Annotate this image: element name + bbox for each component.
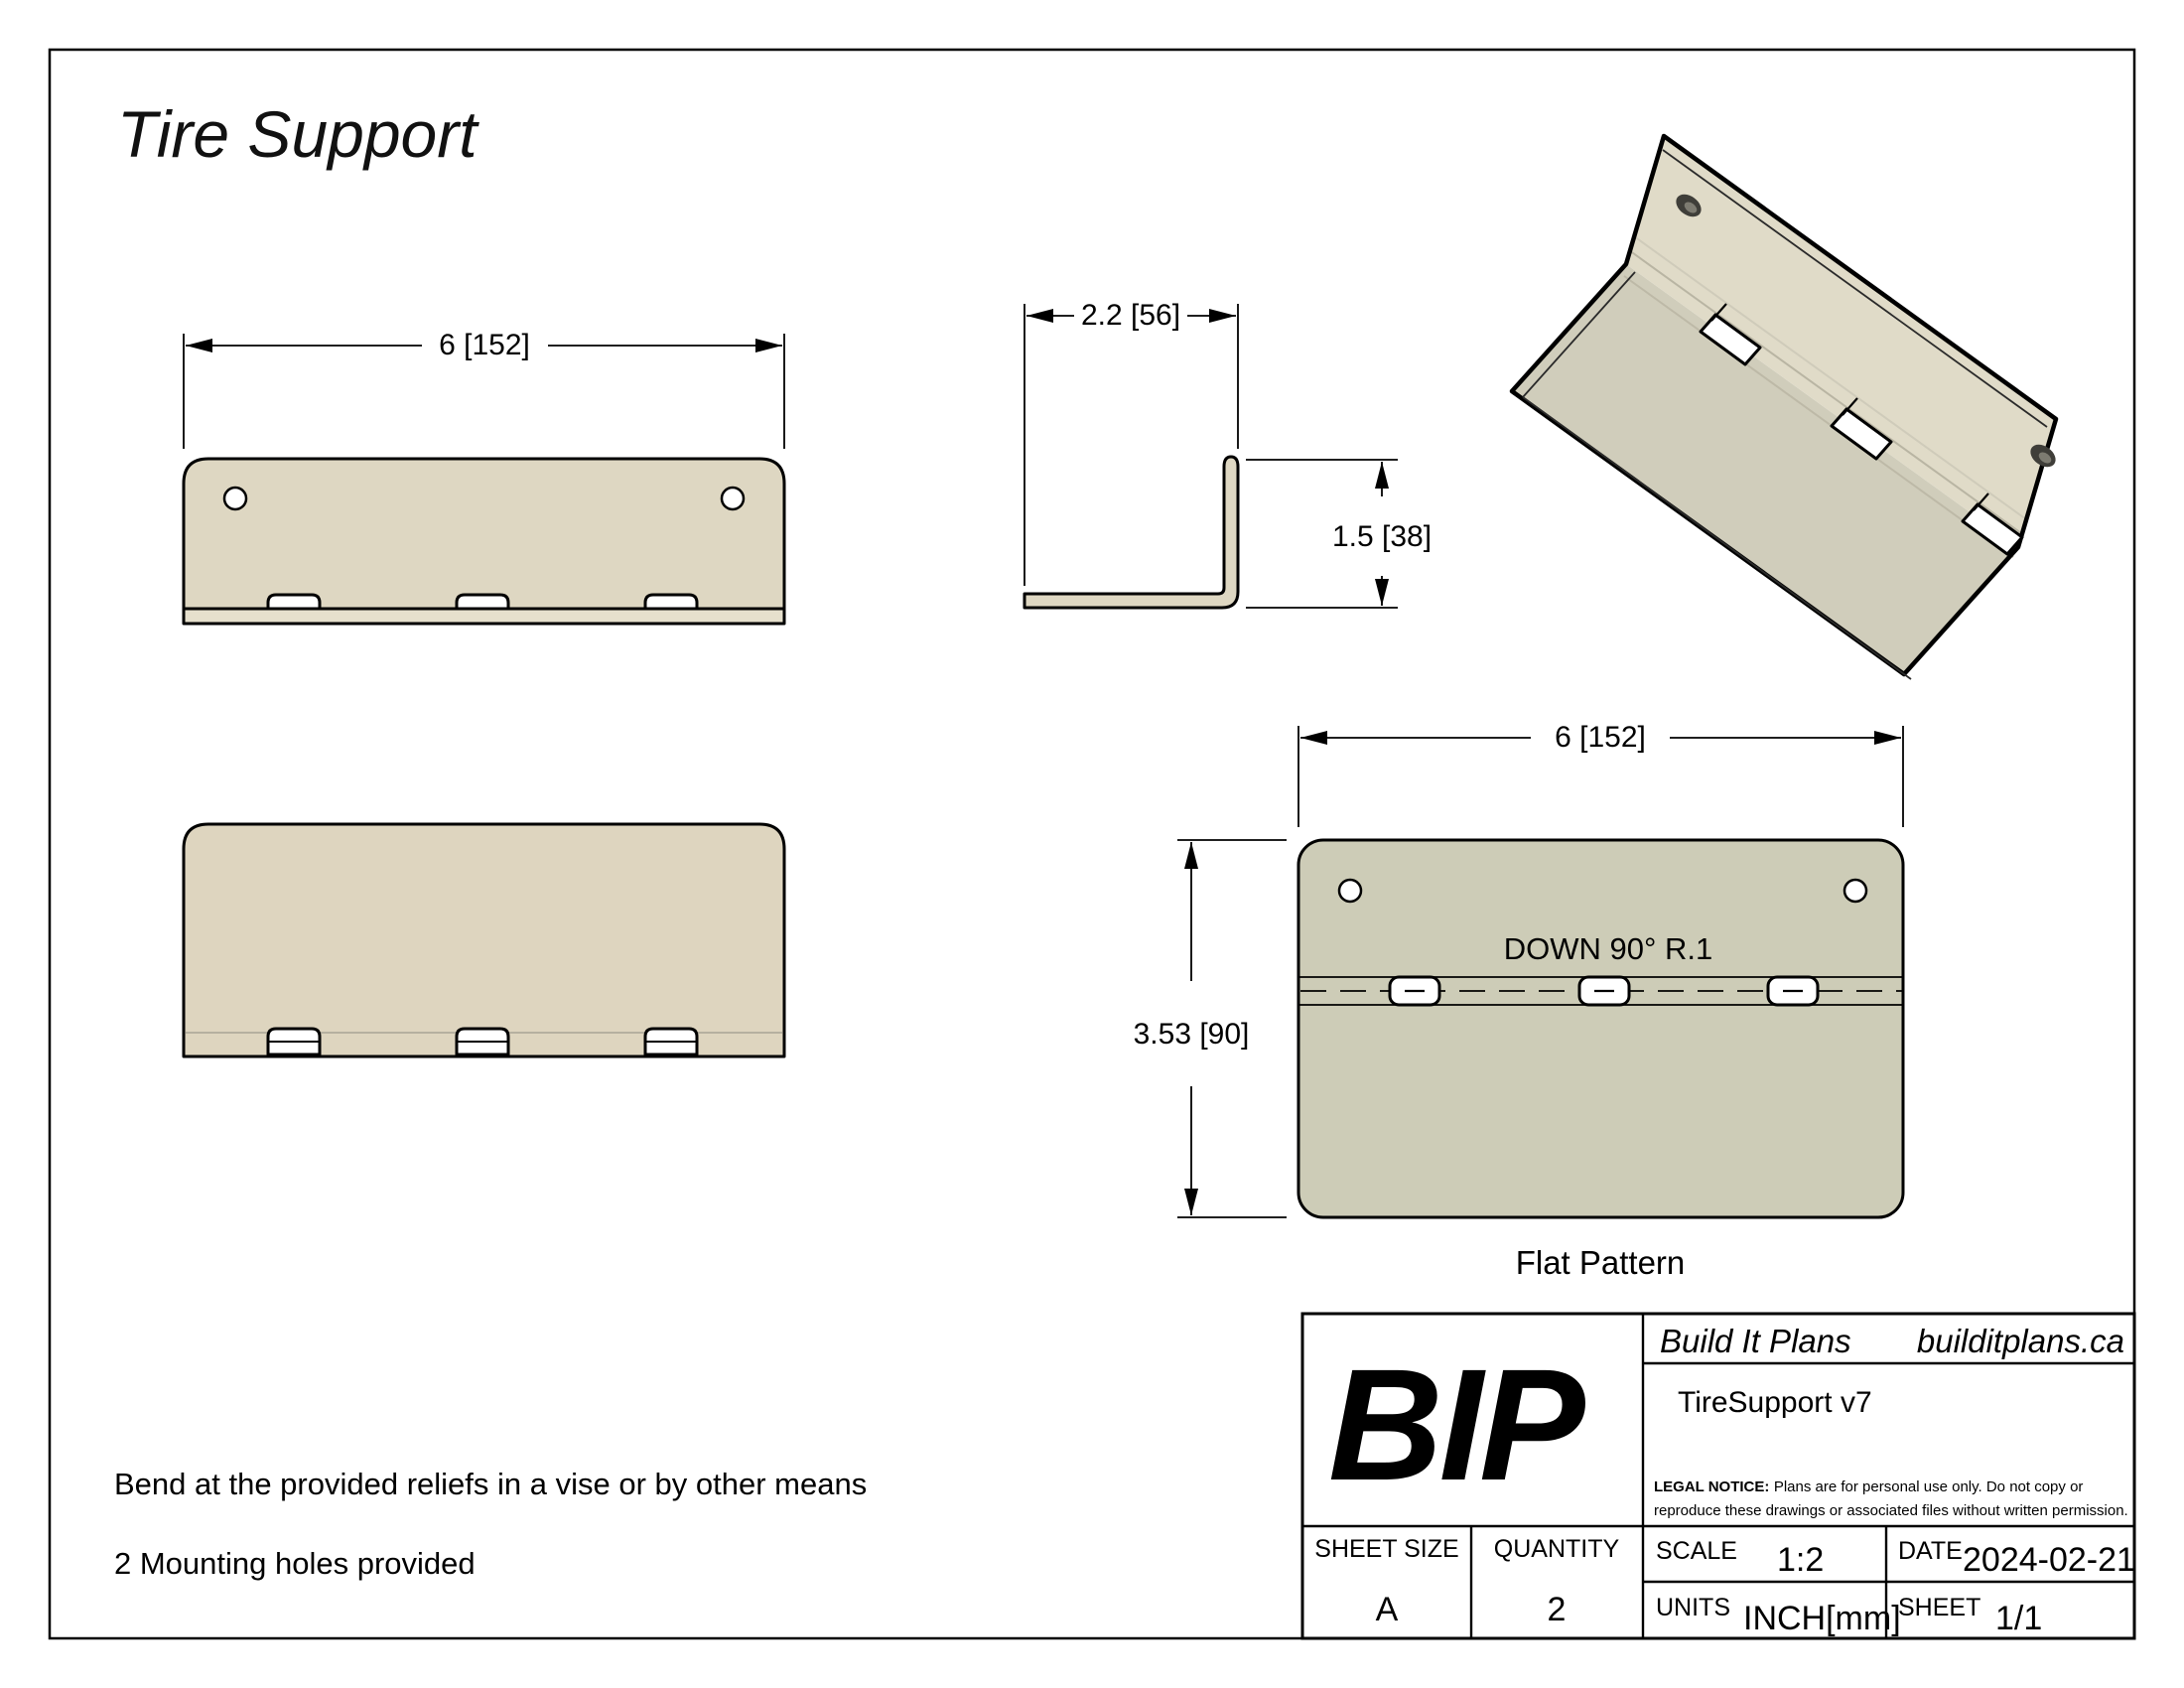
quantity-value: 2 [1548,1591,1567,1628]
legal-notice-label: LEGAL NOTICE: [1654,1478,1769,1495]
bend-relief-slot [643,593,699,611]
bend-note: DOWN 90° R.1 [1504,931,1713,966]
iso-bend-shade [1628,249,2022,534]
iso-bend-line [1623,275,2014,558]
company-website: builditplans.ca [1917,1323,2124,1359]
sheet-size-value: A [1376,1591,1399,1628]
front-view [182,822,786,1058]
bend-relief-slot [455,593,510,611]
sheet-value: 1/1 [1995,1600,2042,1637]
dim-text-side-height: 1.5 [38] [1332,520,1432,553]
part-name: TireSupport v7 [1678,1386,1872,1419]
top-view: 6 [152] [182,329,786,626]
flat-slots [1388,975,1820,1007]
units-value: INCH[mm] [1743,1600,1901,1637]
dimension-flat-width: 6 [152] [1297,721,1904,827]
iso-holes [1676,194,2056,468]
date-value: 2024-02-21 [1963,1541,2135,1579]
sheet-border [48,48,2136,1640]
date-label: DATE [1898,1537,1963,1565]
side-view-profile [1023,455,1240,610]
top-view-flange-lip [182,607,786,626]
top-view-plate [182,457,786,611]
mounting-hole-inner [2038,452,2052,464]
bip-logo: BIP [1328,1336,1585,1513]
iso-thickness-edge [1522,396,1912,680]
dimension-top-width: 6 [152] [183,329,785,449]
iso-flange-face [1512,264,2018,674]
scale-label: SCALE [1656,1537,1737,1565]
iso-slots [1699,313,2024,556]
sheet-label: SHEET [1898,1594,1980,1621]
mounting-hole [720,486,746,511]
legal-notice-line1: LEGAL NOTICE: Plans are for personal use… [1654,1478,2083,1495]
units-label: UNITS [1656,1594,1730,1621]
title-block-frame [1300,1312,2136,1640]
front-tabs [266,1027,699,1056]
scale-value: 1:2 [1777,1541,1824,1579]
company-name: Build It Plans [1660,1323,1851,1359]
flat-pattern-view: DOWN 90° R.1 6 [152] 3.53 [90] Flat Patt… [1134,721,1905,1281]
front-view-plate [182,822,786,1058]
flat-pattern-label: Flat Pattern [1516,1244,1686,1281]
dimension-side-depth: 2.2 [56] [1024,299,1239,586]
slot-inner-edge [1973,492,1989,511]
slot-inner-edge [1842,397,1858,416]
iso-thickness-edge [1522,271,1636,398]
sheet-size-label: SHEET SIZE [1314,1535,1458,1563]
side-view: 2.2 [56] 1.5 [38] [1023,299,1432,610]
slot-inner-edge [1710,303,1727,322]
title-block: BIP Build It Plans builditplans.ca TireS… [1300,1312,2136,1640]
dim-text-side-depth: 2.2 [56] [1081,299,1180,332]
dim-text-top-width: 6 [152] [439,329,530,361]
iso-wall-face [1626,136,2056,547]
dim-text-flat-height: 3.53 [90] [1134,1018,1250,1051]
quantity-label: QUANTITY [1494,1535,1620,1563]
bend-relief-slot [266,593,322,611]
mounting-hole [1337,878,1363,904]
dimension-side-height: 1.5 [38] [1246,459,1432,609]
flat-pattern-plate [1297,838,1905,1219]
legal-notice-line2: reproduce these drawings or associated f… [1654,1502,2128,1519]
mounting-hole [1843,878,1868,904]
dimension-flat-height: 3.53 [90] [1134,839,1287,1218]
mounting-hole [222,486,248,511]
note-holes: 2 Mounting holes provided [114,1546,476,1581]
page-title: Tire Support [117,97,479,171]
note-bend: Bend at the provided reliefs in a vise o… [114,1467,867,1501]
iso-bend-shade [1633,235,2027,520]
iso-thickness-edge [1662,149,2048,428]
dim-text-flat-width: 6 [152] [1555,721,1646,754]
mounting-hole-inner [1684,202,1698,213]
isometric-view [1509,133,2059,680]
